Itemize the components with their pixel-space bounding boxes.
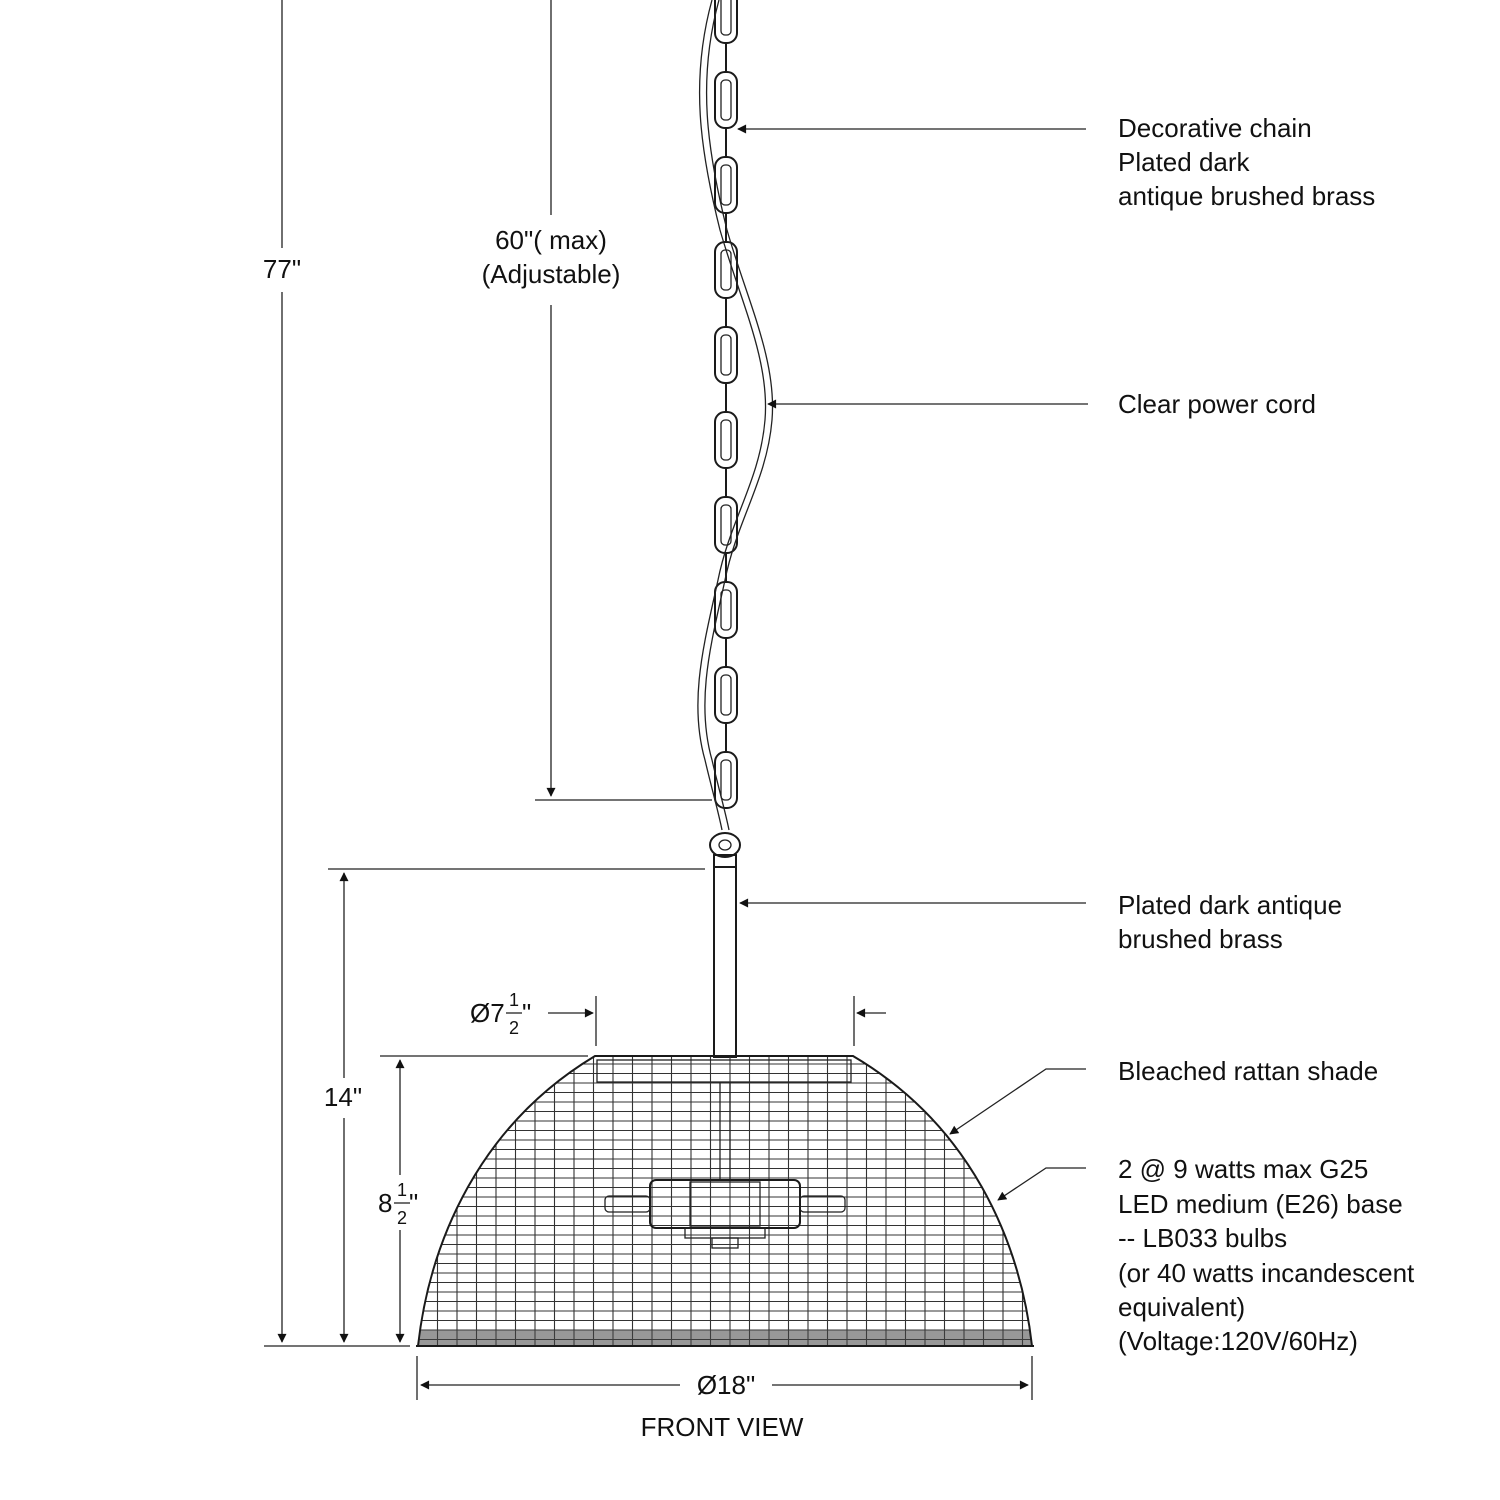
chain-link-inner: [720, 759, 732, 801]
chain-link-inner: [720, 419, 732, 461]
dimension-overall-height: 77": [263, 0, 410, 1347]
callout-bulbs-line-1: 2 @ 9 watts max G25: [1118, 1154, 1368, 1184]
dimension-chain-length: 60"( max) (Adjustable): [482, 0, 712, 801]
callout-bulbs-line-6: (Voltage:120V/60Hz): [1118, 1326, 1358, 1356]
top-diameter-denominator: 2: [509, 1018, 519, 1038]
callout-cord-line-1: Clear power cord: [1118, 389, 1316, 419]
dimension-fixture-height: 14": [324, 868, 705, 1343]
chain-link-inner: [720, 674, 732, 716]
top-diameter-numerator: 1: [509, 990, 519, 1010]
decorative-chain: [714, 0, 738, 809]
callout-shade-line-1: Bleached rattan shade: [1118, 1056, 1378, 1086]
callout-bulbs-line-2: LED medium (E26) base: [1118, 1189, 1403, 1219]
overall-height-label: 77": [263, 254, 301, 284]
fixture-height-label: 14": [324, 1082, 362, 1112]
callout-chain: Decorative chain Plated dark antique bru…: [1118, 113, 1375, 211]
callout-chain-line-2: Plated dark: [1118, 147, 1251, 177]
callout-bulbs-line-5: equivalent): [1118, 1292, 1245, 1322]
top-diameter-whole: Ø7: [470, 998, 505, 1028]
callout-chain-line-1: Decorative chain: [1118, 113, 1312, 143]
chain-adjustable-label: (Adjustable): [482, 259, 621, 289]
bulb-socket-assembly: [604, 1082, 846, 1249]
chain-link-inner: [720, 79, 732, 121]
callout-stem: Plated dark antique brushed brass: [1118, 890, 1342, 954]
rattan-shade: [416, 1055, 1034, 1347]
bottom-diameter-label: Ø18": [697, 1370, 755, 1400]
callout-leaders: [737, 124, 1088, 1201]
chain-link-inner: [720, 164, 732, 206]
shade-height-inch-mark: ": [409, 1188, 418, 1218]
chain-link: [714, 751, 738, 809]
chain-link-inner: [720, 334, 732, 376]
callout-cord: Clear power cord: [1118, 389, 1316, 419]
shade-height-whole: 8: [378, 1188, 392, 1218]
callout-stem-line-1: Plated dark antique: [1118, 890, 1342, 920]
chain-link-inner: [720, 589, 732, 631]
callout-bulbs: 2 @ 9 watts max G25 LED medium (E26) bas…: [1118, 1154, 1415, 1356]
dimension-bottom-diameter: Ø18": [416, 1356, 1033, 1400]
callout-bulbs-line-4: (or 40 watts incandescent: [1118, 1258, 1415, 1288]
hook-loop: [709, 832, 741, 868]
callout-bulbs-line-3: -- LB033 bulbs: [1118, 1223, 1287, 1253]
chain-length-label: 60"( max): [495, 225, 607, 255]
shade-height-denominator: 2: [397, 1208, 407, 1228]
chain-link-inner: [720, 249, 732, 291]
shade-height-numerator: 1: [397, 1180, 407, 1200]
chain-link: [714, 0, 738, 44]
dimension-top-diameter: Ø7 1 2 ": [470, 990, 886, 1046]
shade-rim-band: [418, 1330, 1032, 1346]
stem: [713, 866, 737, 1058]
callout-chain-line-3: antique brushed brass: [1118, 181, 1375, 211]
view-title: FRONT VIEW: [641, 1412, 804, 1442]
chain-link-inner: [720, 504, 732, 546]
dimension-shade-height: 8 1 2 ": [378, 1055, 588, 1343]
power-cord: [697, 0, 774, 831]
chain-link-inner: [720, 0, 732, 36]
callout-shade: Bleached rattan shade: [1118, 1056, 1378, 1086]
top-diameter-inch-mark: ": [522, 998, 531, 1028]
callout-stem-line-2: brushed brass: [1118, 924, 1283, 954]
